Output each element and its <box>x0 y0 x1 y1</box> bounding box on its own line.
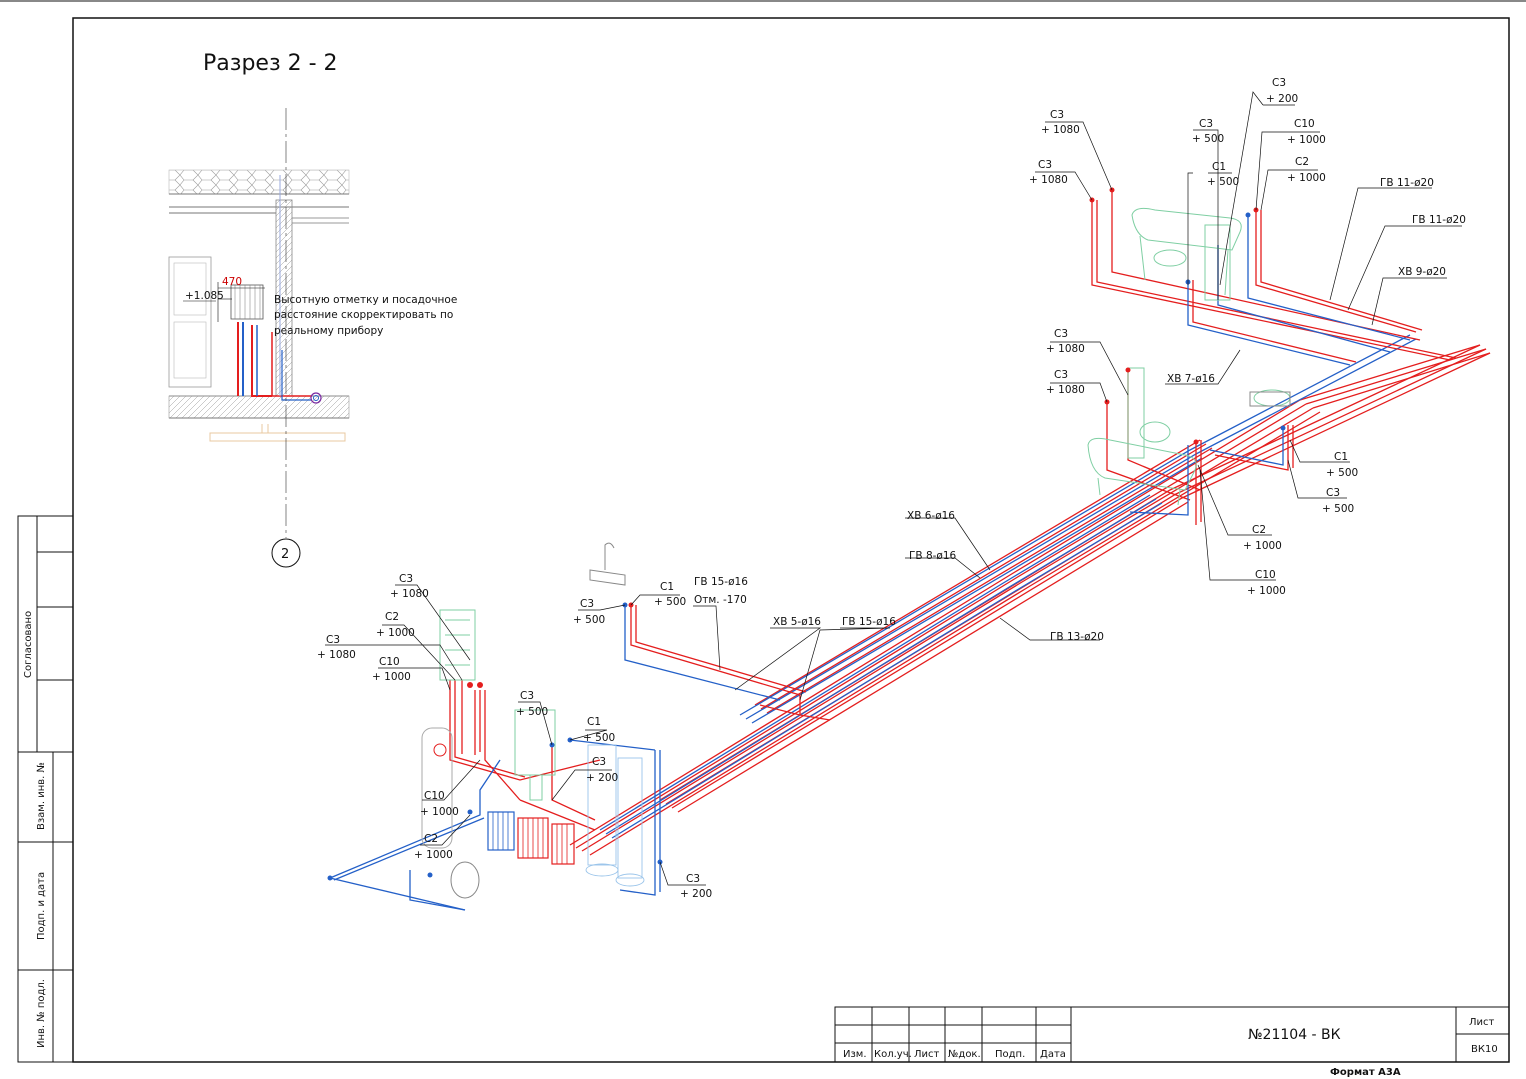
label-c3-200-top-1: С3 <box>1272 77 1286 89</box>
label-c1-500-r-2: + 500 <box>1326 467 1358 479</box>
sink-fixture <box>589 391 1291 586</box>
label-c3-500-m-1: С3 <box>520 690 534 702</box>
note-line-2: расстояние скорректировать по <box>274 309 453 321</box>
label-c1-500-r-1: С1 <box>1334 451 1348 463</box>
label-c3-1080-a-1: С3 <box>1050 109 1064 121</box>
label-c2-1000-l-2: + 1000 <box>376 627 415 639</box>
label-c10-1000-top-1: С10 <box>1294 118 1315 130</box>
label-c1-500-sink-1: С1 <box>660 581 674 593</box>
label-c1-500-top-1: С1 <box>1212 161 1226 173</box>
sanitary-fixtures <box>439 207 1291 801</box>
stamp-col-sheet: Лист <box>914 1049 940 1060</box>
radiator-blocks <box>421 727 645 899</box>
label-gv15-mark-1: ГВ 15-ø16 <box>694 576 748 588</box>
label-xv5: ХВ 5-ø16 <box>773 616 821 628</box>
label-c10-1000-l-1: С10 <box>379 656 400 668</box>
label-c1-500-m-2: + 500 <box>583 732 615 744</box>
label-gv15: ГВ 15-ø16 <box>842 616 896 628</box>
label-c3-1080-l1-1: С3 <box>399 573 413 585</box>
axis-marker: 2 <box>281 547 289 562</box>
left-lower-branches <box>329 605 831 911</box>
label-c1-500-sink-2: + 500 <box>654 596 686 608</box>
label-c3-500-sink-2: + 500 <box>573 614 605 626</box>
label-c10-1000-top-2: + 1000 <box>1287 134 1326 146</box>
label-gv11-b: ГВ 11-ø20 <box>1412 214 1466 226</box>
sheet-format: Формат А3А <box>1330 1067 1401 1078</box>
label-xv7: ХВ 7-ø16 <box>1167 373 1215 385</box>
label-xv6: ХВ 6-ø16 <box>907 510 955 522</box>
label-c10-1000-r-2: + 1000 <box>1247 585 1286 597</box>
label-c3-500-m-2: + 500 <box>516 706 548 718</box>
label-gv15-mark-2: Отм. -170 <box>694 594 747 606</box>
label-c3-1080-c-2: + 1080 <box>1046 343 1085 355</box>
label-c3-200-m-1: С3 <box>592 756 606 768</box>
label-c3-200-m-2: + 200 <box>586 772 618 784</box>
label-c1-500-top-2: + 500 <box>1207 176 1239 188</box>
side-label-agreed: Согласовано <box>23 611 34 678</box>
label-c3-1080-b-1: С3 <box>1038 159 1052 171</box>
label-c10-1000-l-2: + 1000 <box>372 671 411 683</box>
label-c2-1000-top-1: С2 <box>1295 156 1309 168</box>
axis-line <box>271 108 301 568</box>
label-gv13: ГВ 13-ø20 <box>1050 631 1104 643</box>
label-c2-1000-b-1: С2 <box>424 833 438 845</box>
label-c2-1000-r-1: С2 <box>1252 524 1266 536</box>
stamp-col-sign: Подп. <box>995 1049 1025 1060</box>
dimension-470: 470 <box>222 276 242 288</box>
label-c3-1080-d-2: + 1080 <box>1046 384 1085 396</box>
label-c3-1080-d-1: С3 <box>1054 369 1068 381</box>
sheet-label: Лист <box>1469 1017 1495 1028</box>
label-c1-500-m-1: С1 <box>587 716 601 728</box>
sheet-code: ВК10 <box>1471 1044 1498 1055</box>
label-c3-500-top-2: + 500 <box>1192 133 1224 145</box>
label-gv11-a: ГВ 11-ø20 <box>1380 177 1434 189</box>
side-label-inv-orig: Инв. № подл. <box>36 979 47 1048</box>
label-c10-1000-r-1: С10 <box>1255 569 1276 581</box>
stamp-col-docnum: №док. <box>948 1049 981 1060</box>
label-c3-200-top-2: + 200 <box>1266 93 1298 105</box>
section-title: Разрез 2 - 2 <box>203 51 338 76</box>
label-xv9: ХВ 9-ø20 <box>1398 266 1446 278</box>
label-c2-1000-top-2: + 1000 <box>1287 172 1326 184</box>
label-c2-1000-l-1: С2 <box>385 611 399 623</box>
leader-lines <box>325 91 1462 886</box>
label-gv8: ГВ 8-ø16 <box>909 550 957 562</box>
section-detail <box>168 169 350 442</box>
label-c2-1000-b-2: + 1000 <box>414 849 453 861</box>
pipe-labels: С3 + 200 С3 + 1080 С3 + 1080 С3 + 500 С1… <box>317 77 1466 900</box>
note-line-3: реальному прибору <box>274 325 383 337</box>
height-mark: +1.085 <box>185 290 224 302</box>
label-c2-1000-r-2: + 1000 <box>1243 540 1282 552</box>
label-c3-1080-b-2: + 1080 <box>1029 174 1068 186</box>
label-c10-1000-b-2: + 1000 <box>420 806 459 818</box>
stamp-col-change: Изм. <box>843 1049 867 1060</box>
label-c3-500-top-1: С3 <box>1199 118 1213 130</box>
label-c3-1080-c-1: С3 <box>1054 328 1068 340</box>
cold-water-trunk <box>599 334 1417 839</box>
label-c3-1080-l2-1: С3 <box>326 634 340 646</box>
side-label-inv-replace: Взам. инв. № <box>36 762 47 830</box>
label-c3-200-b-2: + 200 <box>680 888 712 900</box>
label-c3-200-b-1: С3 <box>686 873 700 885</box>
label-c10-1000-b-1: С10 <box>424 790 445 802</box>
note-line-1: Высотную отметку и посадочное <box>274 294 457 306</box>
stamp-col-date: Дата <box>1040 1049 1066 1060</box>
document-number: №21104 - ВК <box>1248 1027 1341 1043</box>
label-c3-500-r-2: + 500 <box>1322 503 1354 515</box>
label-c3-1080-a-2: + 1080 <box>1041 124 1080 136</box>
stamp-col-qty: Кол.уч. <box>874 1049 912 1060</box>
label-c3-1080-l1-2: + 1080 <box>390 588 429 600</box>
title-block <box>834 1006 1510 1063</box>
side-stamp <box>17 515 74 1063</box>
side-label-sign-date: Подп. и дата <box>36 872 47 940</box>
label-c3-1080-l2-2: + 1080 <box>317 649 356 661</box>
label-c3-500-sink-1: С3 <box>580 598 594 610</box>
pipe-nodes <box>327 187 1286 881</box>
label-c3-500-r-1: С3 <box>1326 487 1340 499</box>
